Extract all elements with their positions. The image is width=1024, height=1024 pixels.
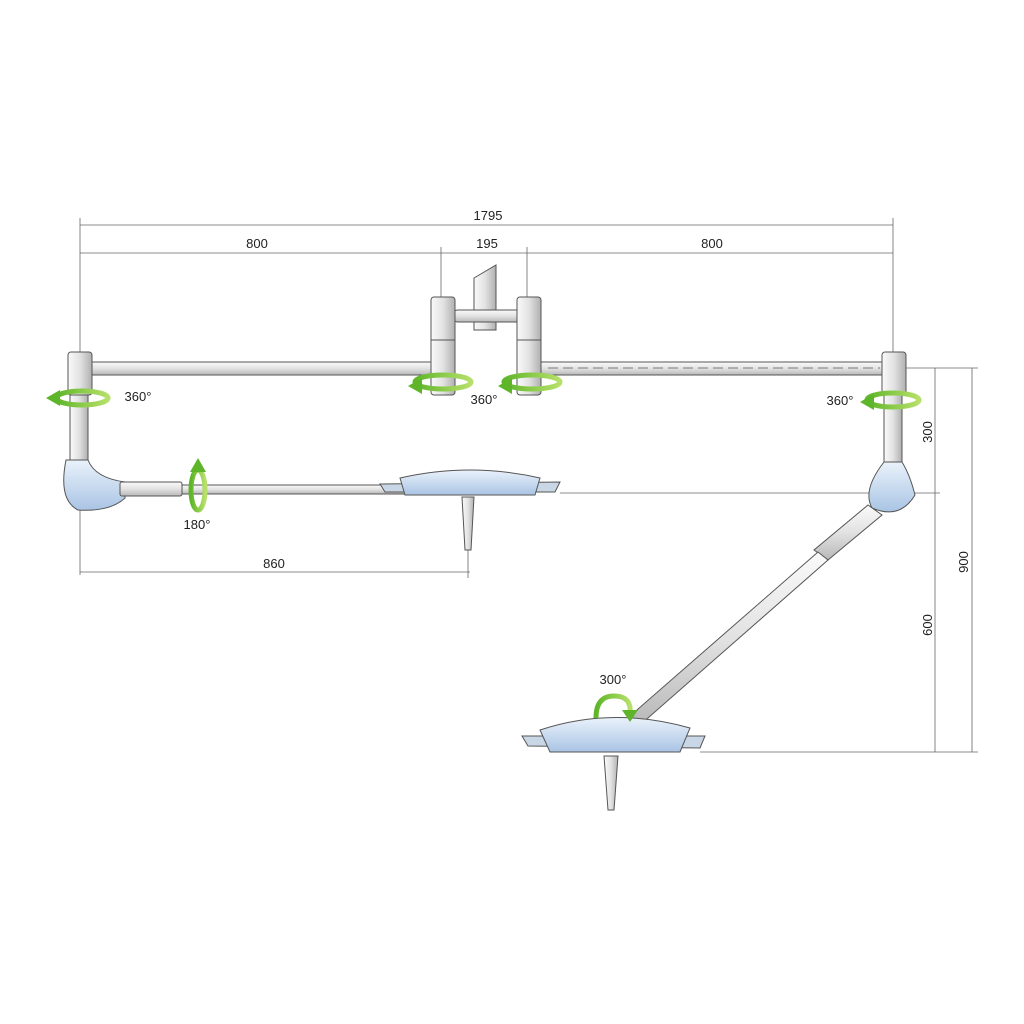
upper-arms xyxy=(67,351,907,396)
rotation-arrow-center-right-icon xyxy=(498,372,563,394)
label-head-rotation: 300° xyxy=(600,672,627,687)
label-right-joint-rotation: 360° xyxy=(827,393,854,408)
rotation-arrow-left-icon xyxy=(46,388,111,408)
dim-center-spacing: 195 xyxy=(476,236,498,251)
dim-total-width: 1795 xyxy=(474,208,503,223)
dim-lower-arm-reach: 860 xyxy=(263,556,285,571)
rotation-arrow-head-icon xyxy=(593,693,638,722)
rotation-arrow-right-icon xyxy=(860,390,922,410)
dim-right-arm: 800 xyxy=(701,236,723,251)
rotation-arrow-tilt-icon xyxy=(188,458,208,513)
dim-upper-drop: 300 xyxy=(920,421,935,443)
dim-left-arm: 800 xyxy=(246,236,268,251)
right-light-arm xyxy=(521,394,916,811)
label-arm-tilt-rotation: 180° xyxy=(184,517,211,532)
dim-lower-drop: 600 xyxy=(920,614,935,636)
label-center-joint-rotation: 360° xyxy=(471,392,498,407)
label-left-joint-rotation: 360° xyxy=(125,389,152,404)
rotation-arrow-center-left-icon xyxy=(408,372,474,394)
ceiling-mount xyxy=(430,264,542,396)
left-light-arm xyxy=(63,394,561,551)
dim-total-height: 900 xyxy=(956,551,971,573)
